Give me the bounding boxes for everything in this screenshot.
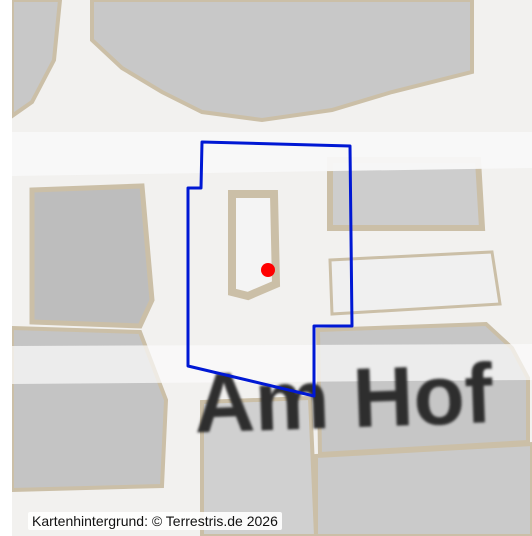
- building-right-middle: [328, 250, 502, 316]
- map-attribution: Kartenhintergrund: © Terrestris.de 2026: [28, 512, 282, 530]
- building-left-middle: [29, 183, 155, 329]
- building-bottom-middle: [200, 395, 319, 536]
- location-dot-icon[interactable]: [261, 263, 275, 277]
- street-main: [12, 132, 532, 176]
- building-top-north: [90, 0, 474, 123]
- building-center-narrow: [228, 190, 281, 301]
- map-view[interactable]: Am Hof Kartenhintergrund: © Terrestris.d…: [12, 0, 532, 536]
- map-canvas[interactable]: Am Hof: [12, 0, 532, 536]
- highlighted-area-boundary[interactable]: [186, 140, 354, 398]
- building-bottom-right: [314, 441, 532, 536]
- street-lower: [12, 344, 532, 384]
- street-label: Am Hof: [192, 346, 495, 450]
- building-top-left: [12, 0, 63, 119]
